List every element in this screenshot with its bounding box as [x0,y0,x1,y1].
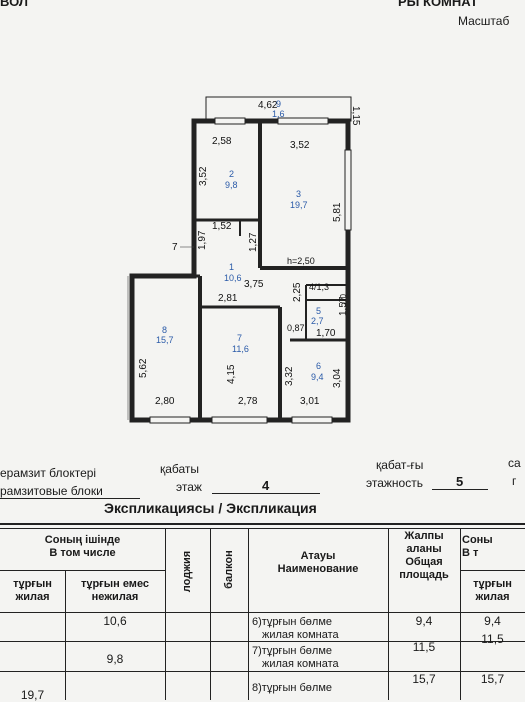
room-2: 2 9,8 [225,169,238,190]
dim-r3-top: 3,52 [290,140,310,151]
room-5: 5 2,7 [311,306,324,326]
svg-text:11,6: 11,6 [232,344,249,354]
room-1: 1 10,6 [224,262,242,283]
svg-text:15,7: 15,7 [156,335,174,345]
svg-text:1,6: 1,6 [272,109,285,119]
scale-label: Масштаб [458,14,510,28]
col-right-living: тұрғын жилая [473,578,512,603]
ceiling-height: h=2,50 [287,256,315,266]
floor-plan: 4,62 1,15 2,58 3,52 3,52 5,81 1,52 7 1,9… [127,96,361,424]
room-4: 4/1,3 [309,282,329,292]
dim-balcony-width: 4,62 [258,100,278,111]
svg-text:8: 8 [162,325,167,335]
col-right: Соны В т [462,534,493,559]
svg-text:5: 5 [316,306,321,316]
room-3: 3 19,7 [290,189,308,210]
svg-text:9: 9 [276,99,281,109]
col-balcony: балкон [223,550,235,589]
info-right-fragment-1: са [508,456,521,470]
dim-r6-right: 3,04 [332,368,343,388]
dim-bottom-r7: 2,78 [238,396,258,407]
dim-corridor-side: 1,97 [197,230,208,250]
dim-r5-small: 0,87 [287,323,305,333]
room-8: 8 15,7 [156,325,174,345]
col-total: Жалпы аланы Общая площадь [399,530,449,581]
col-including: Соның ішінде В том числе [44,534,121,559]
floors-label-ru: этажность [366,476,423,490]
dim-r8-side: 5,62 [138,358,149,378]
svg-text:9,8: 9,8 [225,180,238,190]
dim-left-gap: 7 [172,242,178,253]
header-left-fragment: ВОЛ [0,0,28,9]
col-name: Атауы Наименование [277,550,359,575]
dim-r6-top-side: 2,25 [292,282,303,302]
dim-hall-width: 3,75 [244,279,264,290]
svg-text:9,4: 9,4 [311,372,324,382]
svg-text:4/1,3: 4/1,3 [309,282,329,292]
floor-label-kz: қабаты [160,462,200,476]
material-ru: рамзитовые блоки [0,484,103,498]
room-6: 6 9,4 [311,361,324,382]
room-7: 7 11,6 [232,333,249,354]
table-title: Экспликациясы / Экспликация [104,500,317,516]
floor-value: 4 [262,478,270,493]
room-9: 9 1,6 [272,99,285,119]
dim-r3-side: 5,81 [332,202,343,222]
svg-text:3: 3 [296,189,301,199]
svg-text:2: 2 [229,169,234,179]
dim-r2-top: 2,58 [212,136,232,147]
dim-bottom-r6: 3,01 [300,396,320,407]
dim-r4-side: 0,7 [338,294,347,306]
dim-r6-left: 3,32 [284,366,295,386]
dim-corridor-top: 1,52 [212,221,232,232]
material-kz: ерамзит блоктері [0,466,97,480]
dim-r2-side: 3,52 [198,166,209,186]
dim-r5-side: 1,57 [338,296,349,316]
col-nonliving: тұрғын емес нежилая [80,578,150,603]
floors-value: 5 [456,474,464,489]
col-living: тұрғын жилая [13,578,52,603]
dim-mid-side: 1,27 [248,232,259,252]
svg-text:10,6: 10,6 [224,273,242,283]
svg-text:1: 1 [229,262,234,272]
svg-text:6: 6 [316,361,321,371]
dim-r7-side: 4,15 [226,364,237,384]
floor-label-ru: этаж [176,480,202,494]
svg-text:19,7: 19,7 [290,200,308,210]
svg-text:2,7: 2,7 [311,316,324,326]
info-right-fragment-2: г [512,474,517,488]
dim-hall-top: 2,81 [218,293,238,304]
dim-balcony-depth: 1,15 [350,106,361,126]
dim-bottom-r8: 2,80 [155,396,175,407]
floors-label-kz: қабат-ғы [376,458,424,472]
header-right-fragment: РЫ КОМНАТ [398,0,478,9]
svg-text:7: 7 [237,333,242,343]
dim-r5-bottom: 1,70 [316,328,336,339]
col-loggia: лоджия [181,550,193,593]
